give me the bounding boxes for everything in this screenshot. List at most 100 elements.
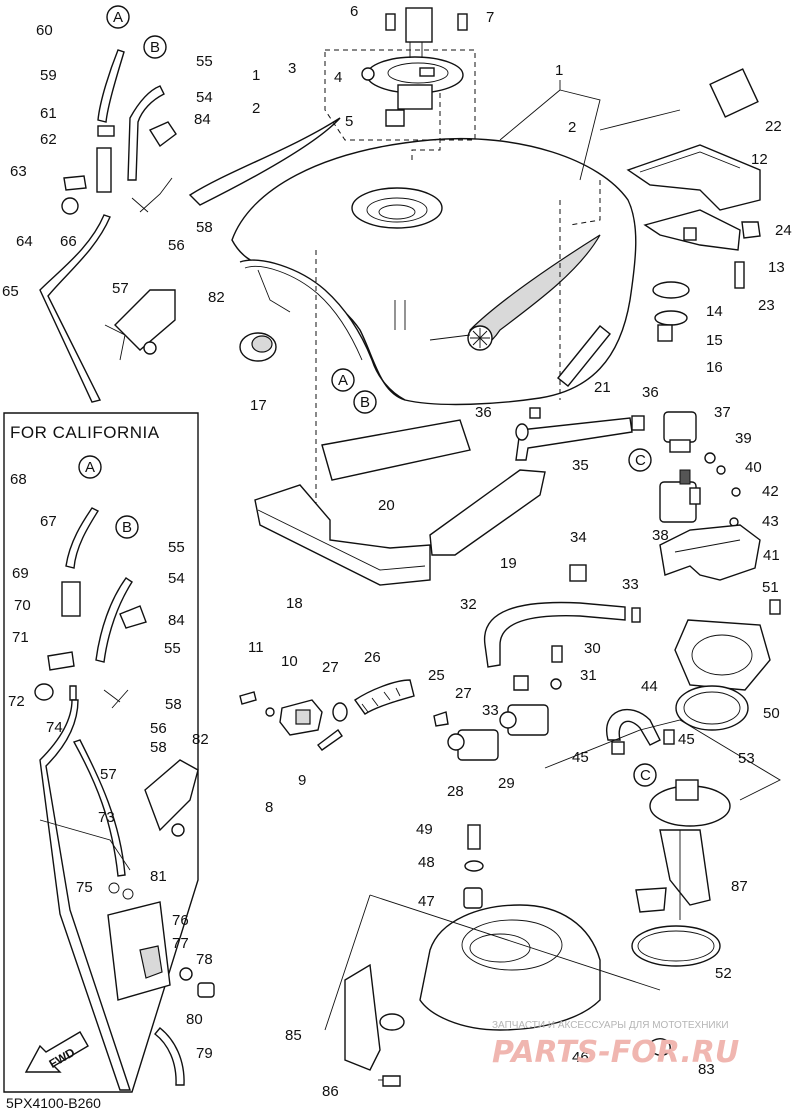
- part-number-label: 82: [192, 731, 209, 748]
- clip-icon: [631, 607, 641, 623]
- callout-a-icon: A: [331, 368, 355, 392]
- part-number-label: 47: [418, 893, 435, 910]
- tank-trim-strip-icon: [188, 117, 341, 206]
- part-number-label: 27: [455, 685, 472, 702]
- part-number-label: 37: [714, 404, 731, 421]
- part-number-label: 86: [322, 1083, 339, 1100]
- part-number-label: 43: [762, 513, 779, 530]
- damper-icon: [652, 261, 745, 342]
- part-number-label: 27: [322, 659, 339, 676]
- part-number-label: 58: [196, 219, 213, 236]
- part-number-label: 51: [762, 579, 779, 596]
- svg-text:C: C: [635, 452, 646, 469]
- part-number-label: 21: [594, 379, 611, 396]
- part-number-label: 75: [76, 879, 93, 896]
- part-number-label: 2: [252, 100, 260, 117]
- part-number-label: 13: [768, 259, 785, 276]
- part-number-label: 67: [40, 513, 57, 530]
- part-number-label: 30: [584, 640, 601, 657]
- part-number-label: 42: [762, 483, 779, 500]
- part-number-label: 15: [706, 332, 723, 349]
- part-number-label: 28: [447, 783, 464, 800]
- watermark-logo: PARTS-FOR.RU: [492, 1035, 739, 1070]
- part-number-label: 76: [172, 912, 189, 929]
- svg-text:A: A: [113, 9, 123, 26]
- fuel-tank-icon: [231, 90, 637, 540]
- breather-hose-icon: [39, 49, 177, 403]
- svg-text:B: B: [122, 519, 132, 536]
- part-number-label: 57: [100, 766, 117, 783]
- forward-arrow-icon: [24, 1031, 89, 1073]
- fuel-tank-bottom-icon: [344, 824, 671, 1087]
- part-number-label: 31: [580, 667, 597, 684]
- part-number-label: 8: [265, 799, 273, 816]
- part-number-label: 11: [248, 639, 264, 656]
- part-number-label: 45: [572, 749, 589, 766]
- decal-icon: [709, 68, 759, 118]
- part-number-label: 9: [298, 772, 306, 789]
- svg-text:B: B: [150, 39, 160, 56]
- charcoal-canister-icon: [107, 882, 215, 1086]
- part-number-label: 80: [186, 1011, 203, 1028]
- part-number-label: 82: [208, 289, 225, 306]
- callout-c-icon: C: [633, 763, 657, 787]
- svg-text:B: B: [360, 394, 370, 411]
- part-number-label: 54: [196, 89, 213, 106]
- part-number-label: 79: [196, 1045, 213, 1062]
- part-number-label: 40: [745, 459, 762, 476]
- part-number-label: 1: [555, 62, 563, 79]
- california-inset-box: [3, 412, 199, 1093]
- part-number-label: 5: [345, 113, 353, 130]
- tank-pad-strip-icon: [557, 325, 611, 387]
- callout-c-icon: C: [628, 448, 652, 472]
- part-number-label: 53: [738, 750, 755, 767]
- part-number-label: 6: [350, 3, 358, 20]
- fuel-cap-icon: [324, 7, 476, 141]
- part-number-label: 55: [164, 640, 181, 657]
- california-inset-title: FOR CALIFORNIA: [10, 423, 160, 442]
- california-bracket-icon: [144, 759, 199, 837]
- hose-clamp-icon: [332, 679, 415, 722]
- callout-a-icon: A: [78, 455, 102, 479]
- part-number-label: 71: [12, 629, 29, 646]
- part-number-label: 4: [334, 69, 342, 86]
- part-number-label: 33: [482, 702, 499, 719]
- watermark-text: ЗАПЧАСТИ И АКСЕССУАРЫ ДЛЯ МОТОТЕХНИКИ: [492, 1020, 729, 1031]
- part-number-label: 72: [8, 693, 25, 710]
- part-number-label: 56: [168, 237, 185, 254]
- clamp-icon: [569, 564, 587, 582]
- part-number-label: 61: [40, 105, 57, 122]
- part-number-label: 46: [572, 1049, 589, 1066]
- part-number-label: 25: [428, 667, 445, 684]
- fuel-cock-icon: [239, 691, 343, 751]
- part-number-label: 10: [281, 653, 298, 670]
- part-number-label: 69: [12, 565, 29, 582]
- part-number-label: 55: [196, 53, 213, 70]
- part-number-label: 7: [486, 9, 494, 26]
- part-number-label: 66: [60, 233, 77, 250]
- diagram-code: 5PX4100-B260: [6, 1095, 101, 1111]
- part-number-label: 3: [288, 60, 296, 77]
- part-number-label: 38: [652, 527, 669, 544]
- part-number-label: 19: [500, 555, 517, 572]
- callout-b-icon: B: [115, 515, 139, 539]
- part-number-label: 16: [706, 359, 723, 376]
- pump-bracket-icon: [659, 524, 761, 581]
- pump-hose-icon: [605, 709, 675, 755]
- part-number-label: 48: [418, 854, 435, 871]
- part-number-label: 33: [622, 576, 639, 593]
- part-number-label: 77: [172, 935, 189, 952]
- part-number-label: 20: [378, 497, 395, 514]
- callout-b-icon: B: [353, 390, 377, 414]
- part-number-label: 70: [14, 597, 31, 614]
- part-number-label: 12: [751, 151, 768, 168]
- fuel-valve-icon: [659, 411, 741, 527]
- fuel-hose-icon: [515, 407, 645, 461]
- part-number-label: 83: [698, 1061, 715, 1078]
- part-number-label: 26: [364, 649, 381, 666]
- part-number-label: 62: [40, 131, 57, 148]
- tank-damper-pad-icon: [254, 419, 546, 586]
- part-number-label: 49: [416, 821, 433, 838]
- part-number-label: 2: [568, 119, 576, 136]
